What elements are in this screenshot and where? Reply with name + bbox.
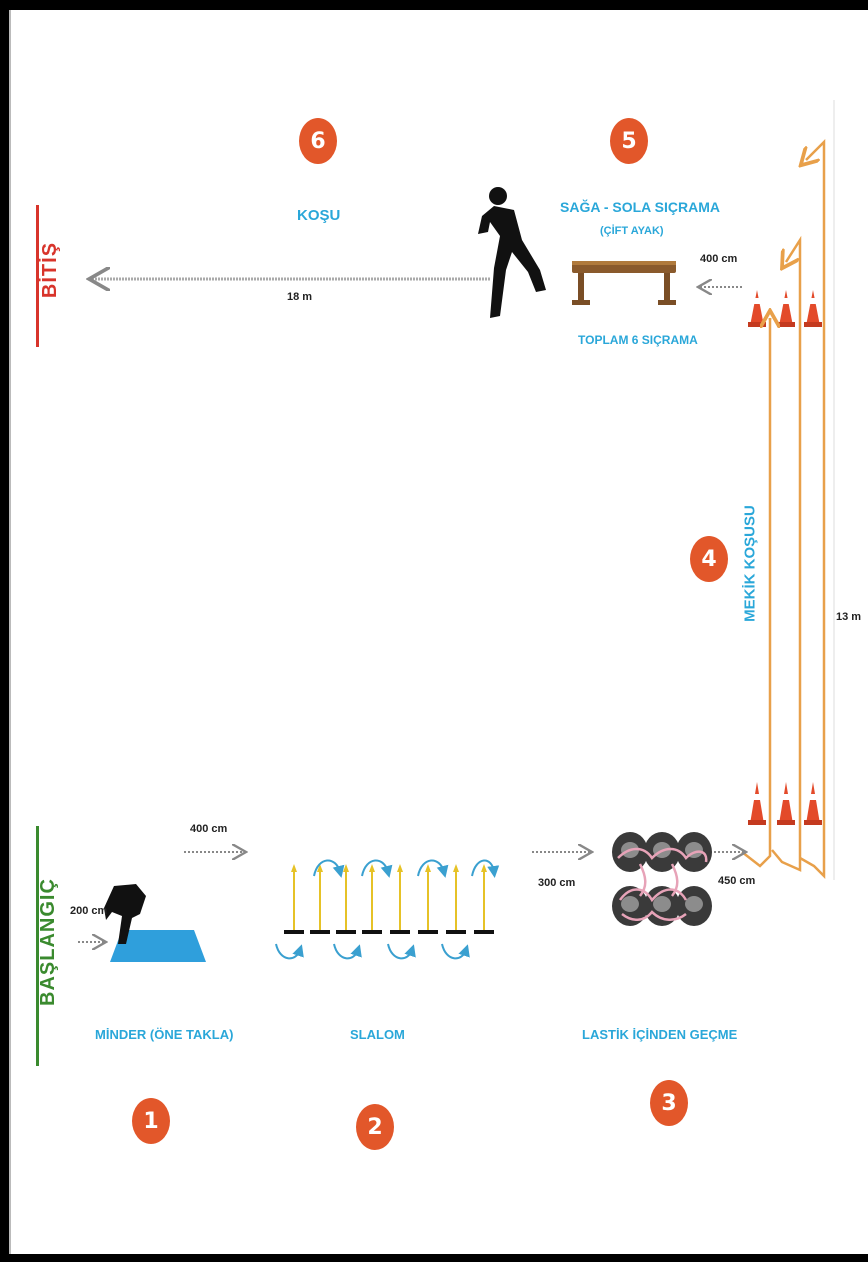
step-number-badge: 4 bbox=[690, 536, 728, 582]
cone-icon bbox=[804, 290, 822, 327]
cone-icon bbox=[748, 290, 766, 327]
step-number-badge: 6 bbox=[299, 118, 337, 164]
start-label: BAŞLANGIÇ bbox=[37, 878, 59, 1006]
shuttle-distance-label: 450 cm bbox=[718, 875, 756, 887]
frame-bottom-border bbox=[0, 1254, 868, 1262]
side-jump-subtitle: (ÇİFT AYAK) bbox=[600, 225, 664, 237]
bench-icon bbox=[572, 261, 676, 305]
tire-title: LASTİK İÇİNDEN GEÇME bbox=[582, 1027, 738, 1042]
tires-icon bbox=[612, 832, 712, 926]
cone-icon bbox=[804, 782, 822, 825]
slalom-distance-label: 400 cm bbox=[190, 823, 228, 835]
step-number-badge: 1 bbox=[132, 1098, 170, 1144]
runner-icon bbox=[478, 187, 546, 318]
crouching-athlete-icon bbox=[104, 884, 146, 944]
run-title: KOŞU bbox=[297, 207, 341, 224]
mat-title: MİNDER (ÖNE TAKLA) bbox=[95, 1027, 234, 1042]
side-jump-title: SAĞA - SOLA SIÇRAMA bbox=[560, 199, 720, 215]
finish-marker-bar bbox=[36, 205, 39, 347]
frame-top-border bbox=[0, 0, 868, 10]
frame-inner-line bbox=[9, 10, 11, 1254]
slalom-title: SLALOM bbox=[350, 1027, 405, 1042]
shuttle-run-path bbox=[741, 138, 826, 880]
start-marker-bar bbox=[36, 826, 39, 1066]
mat-icon bbox=[110, 930, 206, 962]
side-jump-total: TOPLAM 6 SIÇRAMA bbox=[578, 333, 698, 347]
cone-icon bbox=[777, 290, 795, 327]
step-number-badge: 2 bbox=[356, 1104, 394, 1150]
step-number-badge: 5 bbox=[610, 118, 648, 164]
slalom-poles bbox=[275, 859, 500, 960]
shuttle-run-label: MEKİK KOŞUSU bbox=[741, 505, 759, 622]
cone-icon bbox=[748, 782, 766, 825]
mat-distance-label: 200 cm bbox=[70, 905, 108, 917]
tire-distance-label: 300 cm bbox=[538, 877, 576, 889]
run-distance-label: 18 m bbox=[287, 291, 313, 303]
shuttle-length-label: 13 m bbox=[836, 611, 862, 623]
bench-distance-label: 400 cm bbox=[700, 253, 738, 265]
step-number-badge: 3 bbox=[650, 1080, 688, 1126]
cone-icon bbox=[777, 782, 795, 825]
finish-label: BİTİŞ bbox=[39, 241, 61, 299]
frame-left-border bbox=[0, 0, 9, 1262]
